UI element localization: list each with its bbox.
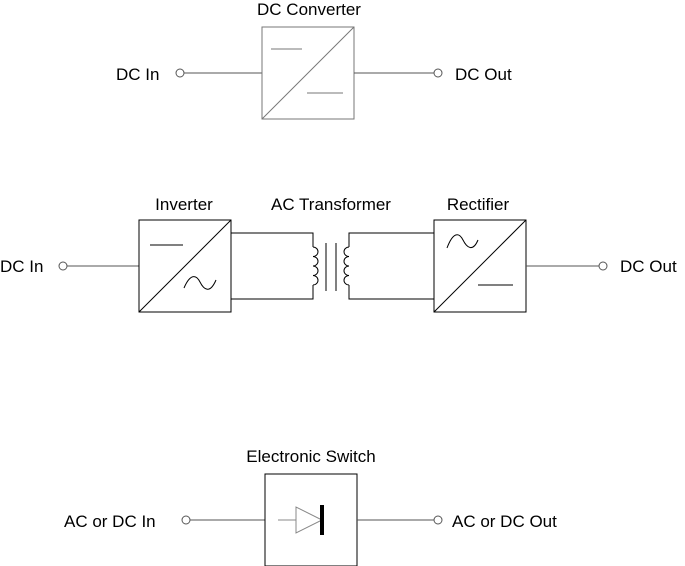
transformer-secondary-top-wire (349, 233, 434, 247)
dc-converter-title: DC Converter (257, 0, 361, 19)
dc-converter-output-label: DC Out (455, 65, 512, 84)
dc-converter-input-terminal (176, 69, 184, 77)
transformer-secondary-bottom-wire (349, 285, 434, 299)
rectifier-label: Rectifier (447, 195, 510, 214)
electronic-switch-title: Electronic Switch (246, 447, 375, 466)
isolated-output-label: DC Out (620, 257, 677, 276)
inverter-label: Inverter (155, 195, 213, 214)
electronic-switch-group: Electronic Switch AC or DC In AC or DC O… (64, 447, 557, 566)
switch-input-label: AC or DC In (64, 512, 156, 531)
switch-output-terminal (434, 516, 442, 524)
isolated-input-label: DC In (0, 257, 43, 276)
primary-coil-icon (313, 247, 318, 285)
dc-converter-input-label: DC In (116, 65, 159, 84)
switch-input-terminal (182, 516, 190, 524)
ac-transformer-label: AC Transformer (271, 195, 391, 214)
isolated-input-terminal (59, 262, 67, 270)
transformer-icon (313, 243, 349, 291)
dc-converter-output-terminal (434, 69, 442, 77)
secondary-coil-icon (344, 247, 349, 285)
transformer-primary-bottom-wire (231, 285, 313, 299)
switch-output-label: AC or DC Out (452, 512, 557, 531)
transformer-primary-top-wire (231, 233, 313, 247)
isolated-converter-group: Inverter AC Transformer Rectifier DC In (0, 195, 677, 312)
isolated-output-terminal (599, 262, 607, 270)
dc-converter-group: DC Converter DC In DC Out (116, 0, 512, 119)
